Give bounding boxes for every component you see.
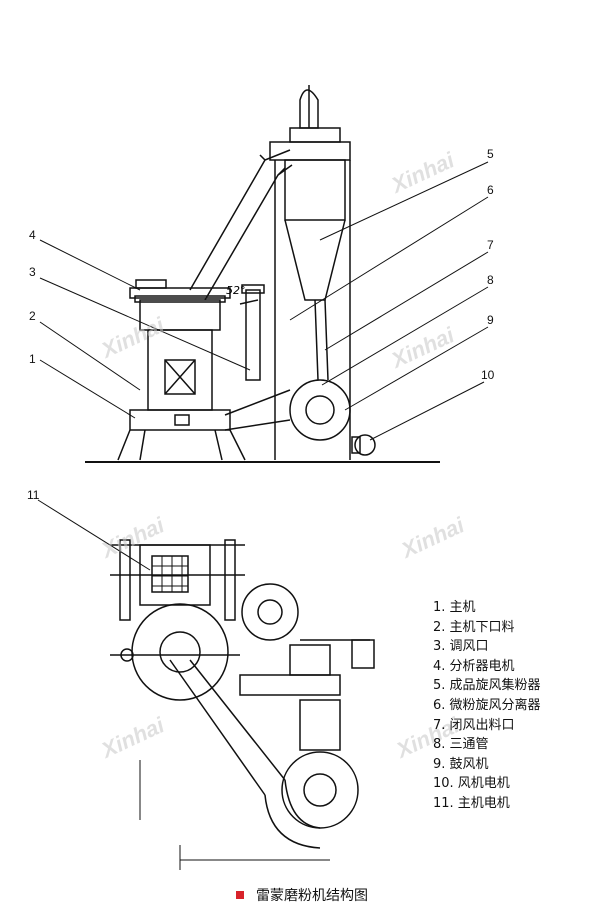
callout-6: 6 (487, 183, 494, 197)
legend-item: 9. 鼓风机 (433, 756, 489, 772)
callout-2: 2 (29, 309, 36, 323)
legend-item: 8. 三通管 (433, 737, 489, 753)
callout-4: 4 (29, 228, 36, 242)
callout-9: 9 (487, 313, 494, 327)
figure-caption: 雷蒙磨粉机结构图 (236, 885, 368, 905)
legend-item: 5. 成品旋风集粉器 (433, 678, 541, 694)
plan-view (110, 539, 375, 870)
callout-1: 1 (29, 352, 36, 366)
callout-leaders-top (39, 161, 489, 441)
parts-legend: 1. 主机 2. 主机下口料 3. 调风口 4. 分析器电机 5. 成品旋风集粉… (433, 598, 541, 814)
angle-label: 52° (226, 284, 246, 297)
callout-8: 8 (487, 273, 494, 287)
legend-item: 4. 分析器电机 (433, 658, 515, 674)
elevation-view (85, 85, 440, 463)
callout-10: 10 (481, 368, 495, 382)
callout-11: 11 (27, 488, 40, 502)
legend-item: 3. 调风口 (433, 639, 489, 655)
callout-7: 7 (487, 238, 494, 252)
legend-item: 11. 主机电机 (433, 795, 510, 811)
legend-item: 6. 微粉旋风分离器 (433, 697, 541, 713)
legend-item: 2. 主机下口料 (433, 619, 515, 635)
callout-5: 5 (487, 147, 494, 161)
legend-item: 1. 主机 (433, 600, 476, 615)
callout-leader-11 (37, 499, 151, 571)
legend-item: 10. 风机电机 (433, 776, 510, 792)
callout-3: 3 (29, 265, 36, 279)
caption-marker-icon (236, 891, 244, 899)
caption-text: 雷蒙磨粉机结构图 (256, 888, 368, 904)
legend-item: 7. 闭风出料口 (433, 717, 515, 733)
